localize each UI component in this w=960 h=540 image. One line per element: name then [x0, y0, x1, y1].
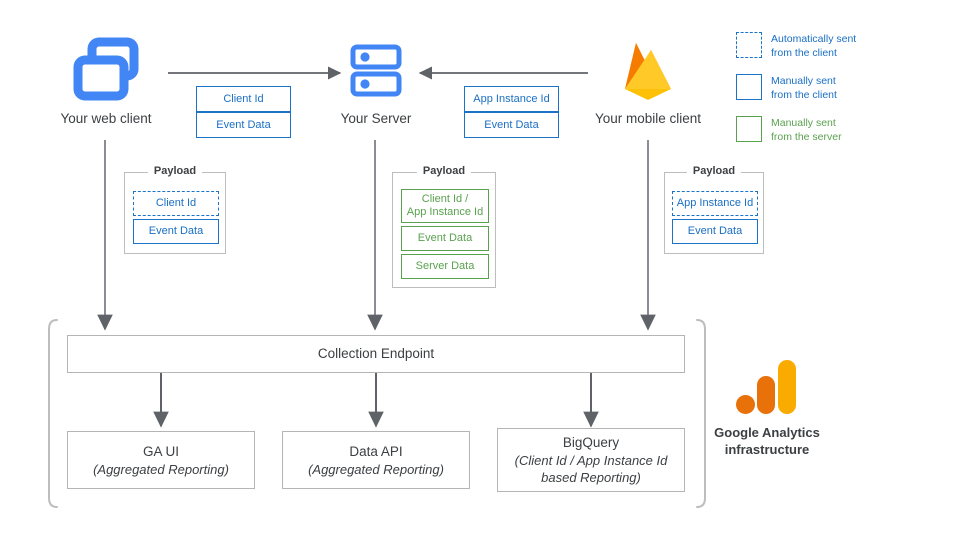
legend-item-auto-client: Automatically sent from the client [736, 32, 946, 60]
payload-mobile-chip-event-data: Event Data [672, 219, 758, 244]
payload-mobile-chip-app-instance-id: App Instance Id [672, 191, 758, 216]
legend-item-manual-client: Manually sent from the client [736, 74, 946, 102]
legend-swatch-solid-green [736, 116, 762, 142]
payload-server-chip-id: Client Id / App Instance Id [401, 189, 489, 223]
transfer-chip-event-data-mobile: Event Data [464, 112, 559, 138]
output-box-data-api[interactable]: Data API (Aggregated Reporting) [282, 431, 470, 489]
output-data-api-title: Data API [349, 443, 403, 459]
bracket-right [696, 319, 706, 508]
output-bigquery-subtitle-line2: based Reporting) [541, 470, 641, 485]
payload-web-chip-client-id: Client Id [133, 191, 219, 216]
output-ga-ui-title: GA UI [142, 443, 179, 459]
legend-manual-server-line1: Manually sent [771, 117, 836, 129]
entity-label-mobile-client: Your mobile client [594, 111, 702, 126]
ga-infrastructure-caption: Google Analytics infrastructure [692, 424, 842, 458]
output-data-api-subtitle: (Aggregated Reporting) [308, 461, 444, 477]
legend: Automatically sent from the client Manua… [736, 32, 946, 144]
payload-server: Payload Client Id / App Instance Id Even… [392, 165, 496, 288]
entity-label-web-client: Your web client [60, 111, 152, 126]
legend-manual-client-line2: from the client [771, 88, 837, 101]
transfer-chip-event-data-web: Event Data [196, 112, 291, 138]
legend-auto-client-line2: from the client [771, 46, 837, 59]
transfer-chip-client-id: Client Id [196, 86, 291, 112]
payload-server-chip-event-data: Event Data [401, 226, 489, 251]
server-icon [350, 44, 402, 98]
collection-endpoint-box[interactable]: Collection Endpoint [67, 335, 685, 373]
payload-server-chip-id-line2: App Instance Id [406, 206, 484, 218]
payload-server-chip-server-data: Server Data [401, 254, 489, 279]
bracket-left [48, 319, 58, 508]
output-ga-ui-subtitle: (Aggregated Reporting) [93, 461, 229, 477]
transfer-chip-app-instance-id: App Instance Id [464, 86, 559, 112]
web-client-icon [73, 37, 139, 101]
firebase-icon [618, 38, 678, 104]
payload-web-chip-event-data: Event Data [133, 219, 219, 244]
legend-manual-client-line1: Manually sent [771, 75, 836, 87]
output-box-bigquery[interactable]: BigQuery (Client Id / App Instance Id ba… [497, 428, 685, 492]
legend-item-manual-server: Manually sent from the server [736, 116, 946, 144]
payload-server-title: Payload [416, 165, 472, 177]
output-bigquery-title: BigQuery [562, 435, 620, 450]
entity-label-server: Your Server [340, 111, 412, 126]
collection-endpoint-label: Collection Endpoint [317, 346, 435, 361]
google-analytics-icon [736, 358, 798, 416]
legend-label-auto-client: Automatically sent from the client [771, 32, 856, 60]
output-box-ga-ui[interactable]: GA UI (Aggregated Reporting) [67, 431, 255, 489]
payload-server-chip-id-line1: Client Id / [421, 193, 469, 205]
legend-manual-server-line2: from the server [771, 130, 842, 143]
ga-caption-line1: Google Analytics [714, 425, 820, 440]
legend-label-manual-client: Manually sent from the client [771, 74, 837, 102]
payload-web-title: Payload [147, 165, 203, 177]
payload-web: Payload Client Id Event Data [124, 165, 226, 254]
legend-auto-client-line1: Automatically sent [771, 33, 857, 45]
legend-swatch-solid-blue [736, 74, 762, 100]
legend-swatch-dashed-blue [736, 32, 762, 58]
output-bigquery-subtitle-line1: (Client Id / App Instance Id [514, 453, 668, 468]
legend-label-manual-server: Manually sent from the server [771, 116, 842, 144]
payload-mobile-title: Payload [686, 165, 742, 177]
ga-caption-line2: infrastructure [724, 442, 810, 457]
payload-mobile: Payload App Instance Id Event Data [664, 165, 764, 254]
